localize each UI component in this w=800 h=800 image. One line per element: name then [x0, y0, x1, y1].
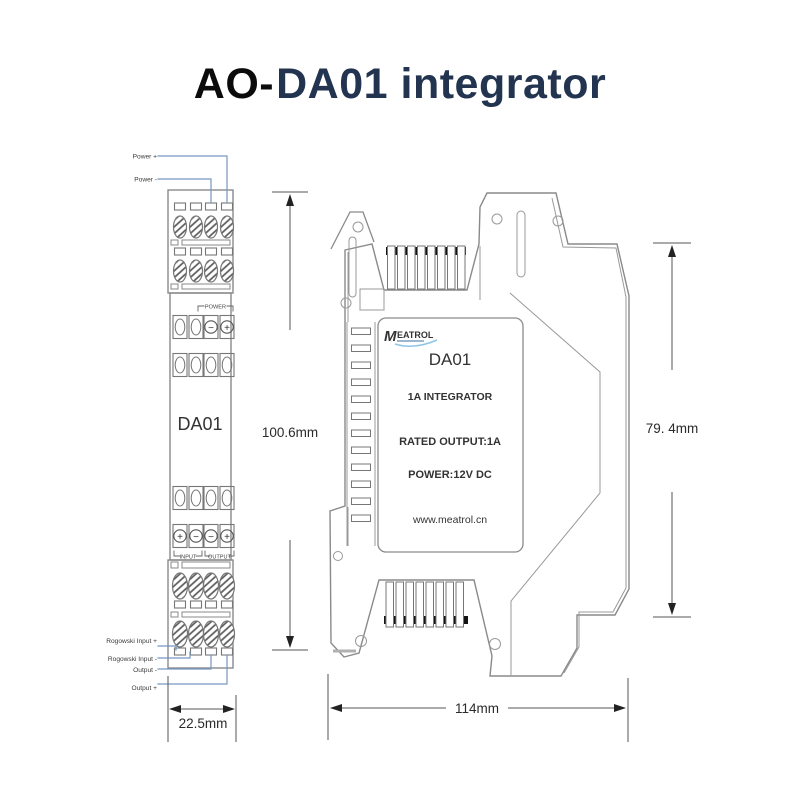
top-vent-slats: [386, 245, 466, 290]
bottom-vent-slats: [384, 581, 468, 628]
front-housing-outline: [167, 189, 234, 669]
dim-side-height-label: 79. 4mm: [646, 421, 699, 436]
plate-rated-line: RATED OUTPUT:1A: [399, 436, 501, 448]
dim-front-width-label: 22.5mm: [179, 716, 228, 731]
plate-model: DA01: [429, 350, 472, 369]
dim-side-length-label: 114mm: [455, 701, 499, 716]
io-sign-1: +: [177, 532, 183, 543]
logo-swoosh-icon: [394, 339, 438, 348]
dim-front-height-label: 100.6mm: [262, 425, 318, 440]
page-title: AO-DA01 integrator: [0, 60, 800, 109]
wire-label-rogowski-plus: Rogowski Input +: [106, 638, 157, 645]
front-view: POWER − + + − − + DA01: [106, 154, 236, 693]
plate-website: www.meatrol.cn: [412, 514, 487, 526]
logo-rest: EATROL: [397, 330, 434, 340]
side-detail-features: [333, 210, 564, 653]
meatrol-logo: M EATROL: [384, 328, 438, 348]
din-clip-wedge: [330, 211, 375, 250]
plate-power-line: POWER:12V DC: [408, 469, 492, 481]
power-group-label: POWER: [205, 305, 226, 311]
input-group-label: INPUT: [180, 555, 197, 561]
plate-type-line: 1A INTEGRATOR: [408, 391, 493, 403]
power-minus-sign: −: [208, 323, 214, 334]
logo-initial: M: [384, 328, 397, 345]
wire-label-output-minus: Output -: [133, 667, 157, 674]
front-top-terminal-block: [170, 202, 235, 290]
power-group-bracket: POWER: [197, 305, 234, 312]
io-sign-2: −: [193, 532, 199, 543]
side-housing-outline: [329, 192, 630, 677]
side-inner-lines: [347, 197, 627, 674]
title-prefix: AO-: [193, 60, 275, 108]
dim-front-height: 100.6mm: [262, 191, 318, 651]
front-wire-labels: Power + Power - Rogowski Input + Rogowsk…: [106, 154, 157, 693]
wire-label-rogowski-minus: Rogowski Input -: [108, 656, 157, 663]
dim-front-width: 22.5mm: [167, 676, 237, 742]
dimension-annotations: 100.6mm 79. 4mm: [167, 191, 699, 742]
title-model: DA01 integrator: [276, 60, 607, 108]
side-view: M EATROL DA01 1A INTEGRATOR RATED OUTPUT…: [329, 192, 630, 677]
power-plus-sign: +: [224, 323, 230, 334]
wire-label-output-plus: Output +: [132, 685, 158, 692]
front-middle-terminals: − + + − − +: [172, 314, 235, 549]
left-vent-column: [346, 322, 376, 546]
side-raised-face-lines: [509, 292, 601, 675]
dim-side-length: 114mm: [327, 674, 629, 742]
front-wiring: [157, 155, 228, 685]
io-group-brackets: INPUT OUTPUT: [173, 550, 235, 561]
io-sign-3: −: [208, 532, 214, 543]
product-label-plate: M EATROL DA01 1A INTEGRATOR RATED OUTPUT…: [377, 317, 524, 553]
dim-side-height: 79. 4mm: [646, 242, 699, 618]
front-bottom-terminal-block: [170, 561, 236, 656]
wire-label-power-plus: Power +: [133, 154, 158, 161]
output-group-label: OUTPUT: [208, 555, 232, 561]
front-model-label: DA01: [177, 414, 222, 434]
io-sign-4: +: [224, 532, 230, 543]
wire-label-power-minus: Power -: [134, 177, 157, 184]
